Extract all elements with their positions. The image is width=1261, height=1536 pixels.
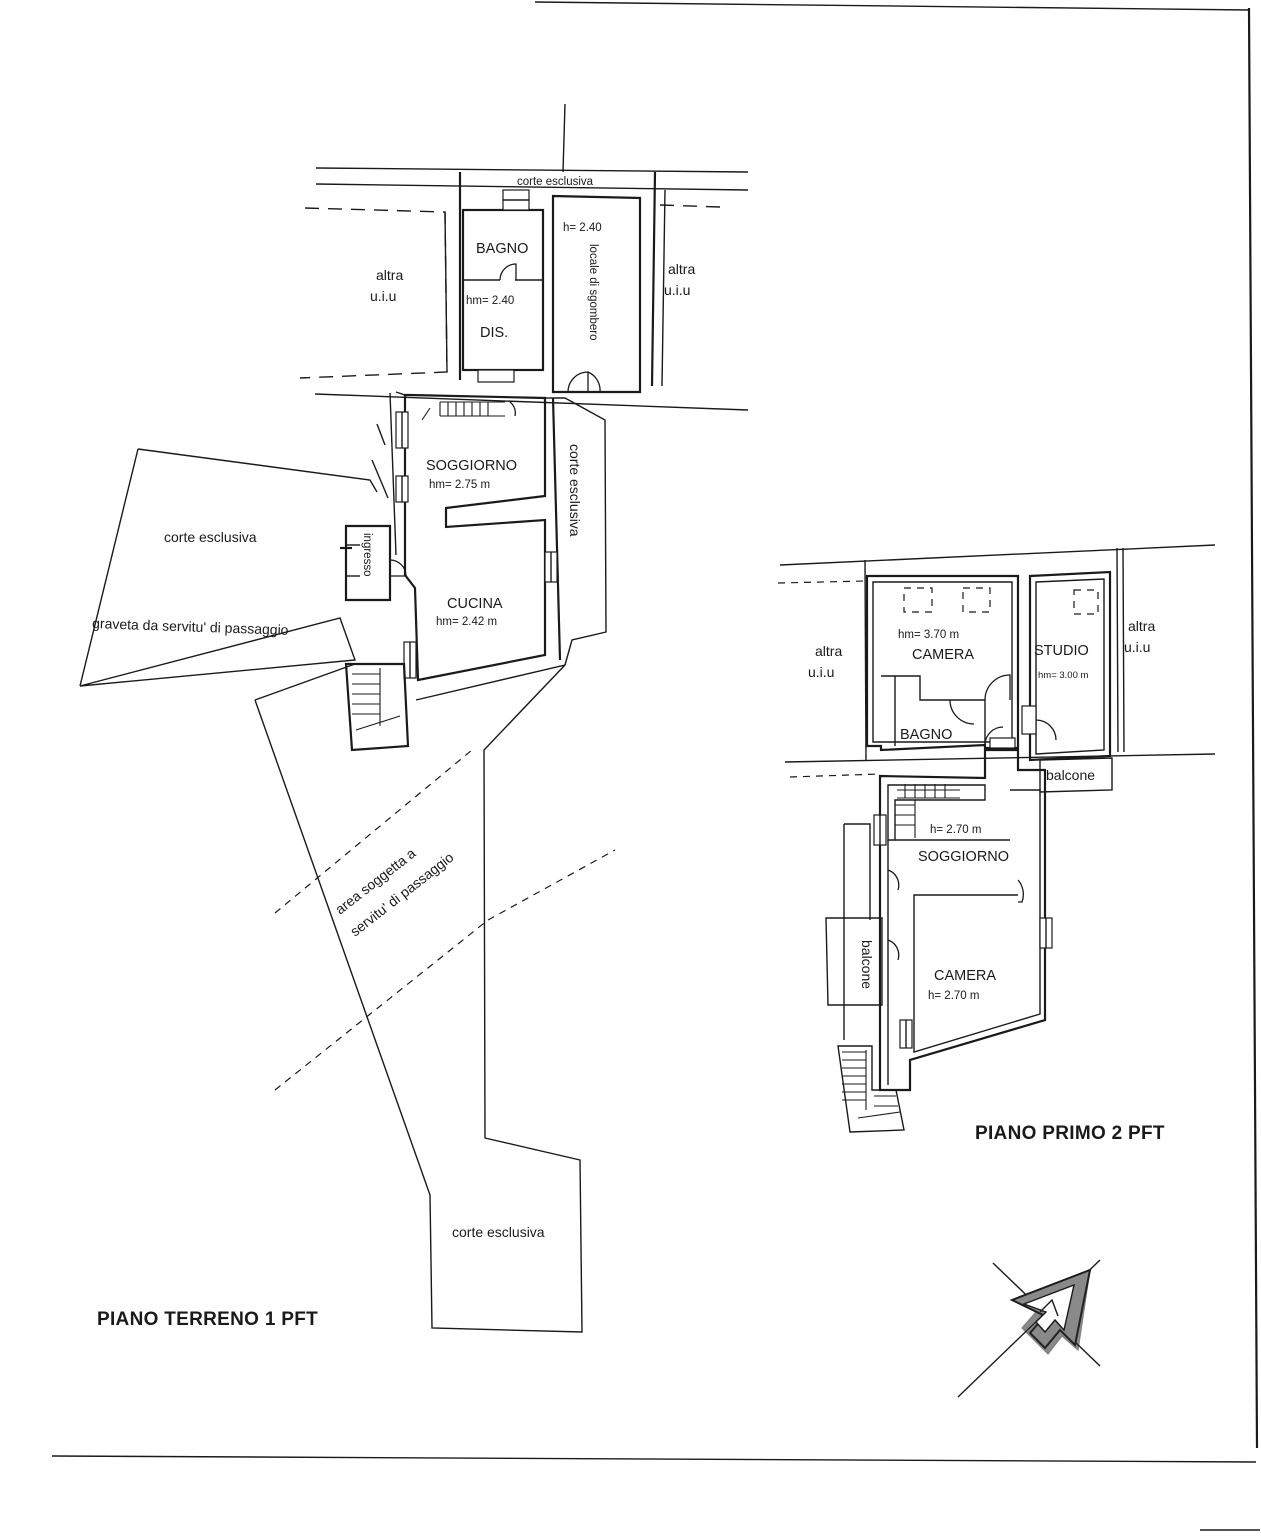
- label-corte-bottom: corte esclusiva: [452, 1224, 545, 1240]
- locale-sgombero-block: [551, 194, 642, 394]
- sheet-frame: [51, 1, 1260, 1531]
- neighbour-unit-right-outline: [659, 204, 721, 208]
- label-corte-left: corte esclusiva: [164, 529, 257, 545]
- label-hm-soggiorno: hm= 2.75 m: [429, 479, 490, 491]
- boundary-line: [315, 167, 749, 173]
- label-hm-studio: hm= 3.00 m: [1038, 670, 1089, 681]
- title-ground-floor: PIANO TERRENO 1 PFT: [97, 1309, 318, 1330]
- door-ingresso: [389, 559, 407, 577]
- door-soggiorno: [1017, 879, 1024, 903]
- label-h-camera-bottom: h= 2.70 m: [928, 990, 979, 1002]
- label-altra-right-first: altra: [1128, 618, 1155, 634]
- door-locale: [567, 371, 589, 393]
- label-uiu-left: u.i.u: [370, 288, 396, 304]
- label-corte-top: corte esclusiva: [517, 176, 594, 188]
- label-hm-bagno: hm= 2.40: [466, 295, 514, 307]
- stair-exterior-first: [837, 1045, 905, 1133]
- door-bagno: [499, 263, 517, 281]
- label-balcone-right: balcone: [1046, 767, 1095, 783]
- label-camera-bottom: CAMERA: [934, 968, 996, 984]
- label-bagno: BAGNO: [476, 241, 528, 257]
- boundary-line: [562, 103, 566, 173]
- stair-soggiorno: [421, 401, 505, 421]
- balcone-right-outline: [1039, 757, 1113, 793]
- boundary-line: [315, 183, 749, 191]
- label-uiu-right: u.i.u: [664, 282, 690, 298]
- dashed-boundary: [274, 919, 489, 1091]
- label-balcone-left: balcone: [859, 940, 875, 989]
- boundary-line: [314, 393, 749, 411]
- label-camera-top: CAMERA: [912, 647, 974, 663]
- corte-esclusiva-left-outline: [79, 448, 378, 687]
- label-h-locale: h= 2.40: [563, 222, 602, 234]
- label-altra-right: altra: [668, 261, 695, 277]
- label-hm-camera-top: hm= 3.70 m: [898, 629, 959, 641]
- label-corte-right: corte esclusiva: [567, 444, 583, 537]
- bagno-dis-block: [461, 208, 545, 372]
- studio-block: [1028, 570, 1112, 762]
- label-locale-sgombero: locale di sgombero: [587, 244, 599, 341]
- ground-floor-plan: corte esclusiva altra u.i.u altra u.i.u …: [79, 103, 749, 1333]
- stair-first-floor: [895, 784, 960, 838]
- first-floor-plan: altra u.i.u altra u.i.u hm= 3.70 m CAMER…: [777, 544, 1216, 1144]
- house-outline: [403, 393, 547, 682]
- label-uiu-left-first: u.i.u: [808, 664, 834, 680]
- title-first-floor: PIANO PRIMO 2 PFT: [975, 1123, 1165, 1144]
- balcone-left-outline: [825, 917, 883, 1006]
- dashed-boundary: [274, 749, 473, 914]
- label-altra-left-first: altra: [815, 643, 842, 659]
- label-bagno-first: BAGNO: [900, 727, 952, 743]
- label-hm-cucina: hm= 2.42 m: [436, 616, 497, 628]
- label-graveta: graveta da servitu' di passaggio: [92, 615, 289, 638]
- label-soggiorno-first: SOGGIORNO: [918, 849, 1009, 865]
- house-first-floor-outline: [878, 748, 1047, 1092]
- stair-exterior-ground: [344, 662, 410, 752]
- boundary-line: [784, 753, 1216, 763]
- label-dis: DIS.: [480, 325, 508, 341]
- label-cucina: CUCINA: [447, 596, 503, 612]
- boundary-line: [779, 544, 1216, 566]
- camera-top-block: [865, 574, 1020, 752]
- north-arrow-icon: [957, 1259, 1101, 1398]
- area-servitu-outline: [254, 663, 583, 1333]
- label-soggiorno: SOGGIORNO: [426, 458, 517, 474]
- label-studio: STUDIO: [1034, 643, 1089, 659]
- label-uiu-right-first: u.i.u: [1124, 639, 1150, 655]
- label-h-soggiorno-first: h= 2.70 m: [930, 824, 981, 836]
- label-altra-left: altra: [376, 267, 403, 283]
- door-camera: [984, 674, 1011, 701]
- label-ingresso: ingresso: [361, 533, 373, 576]
